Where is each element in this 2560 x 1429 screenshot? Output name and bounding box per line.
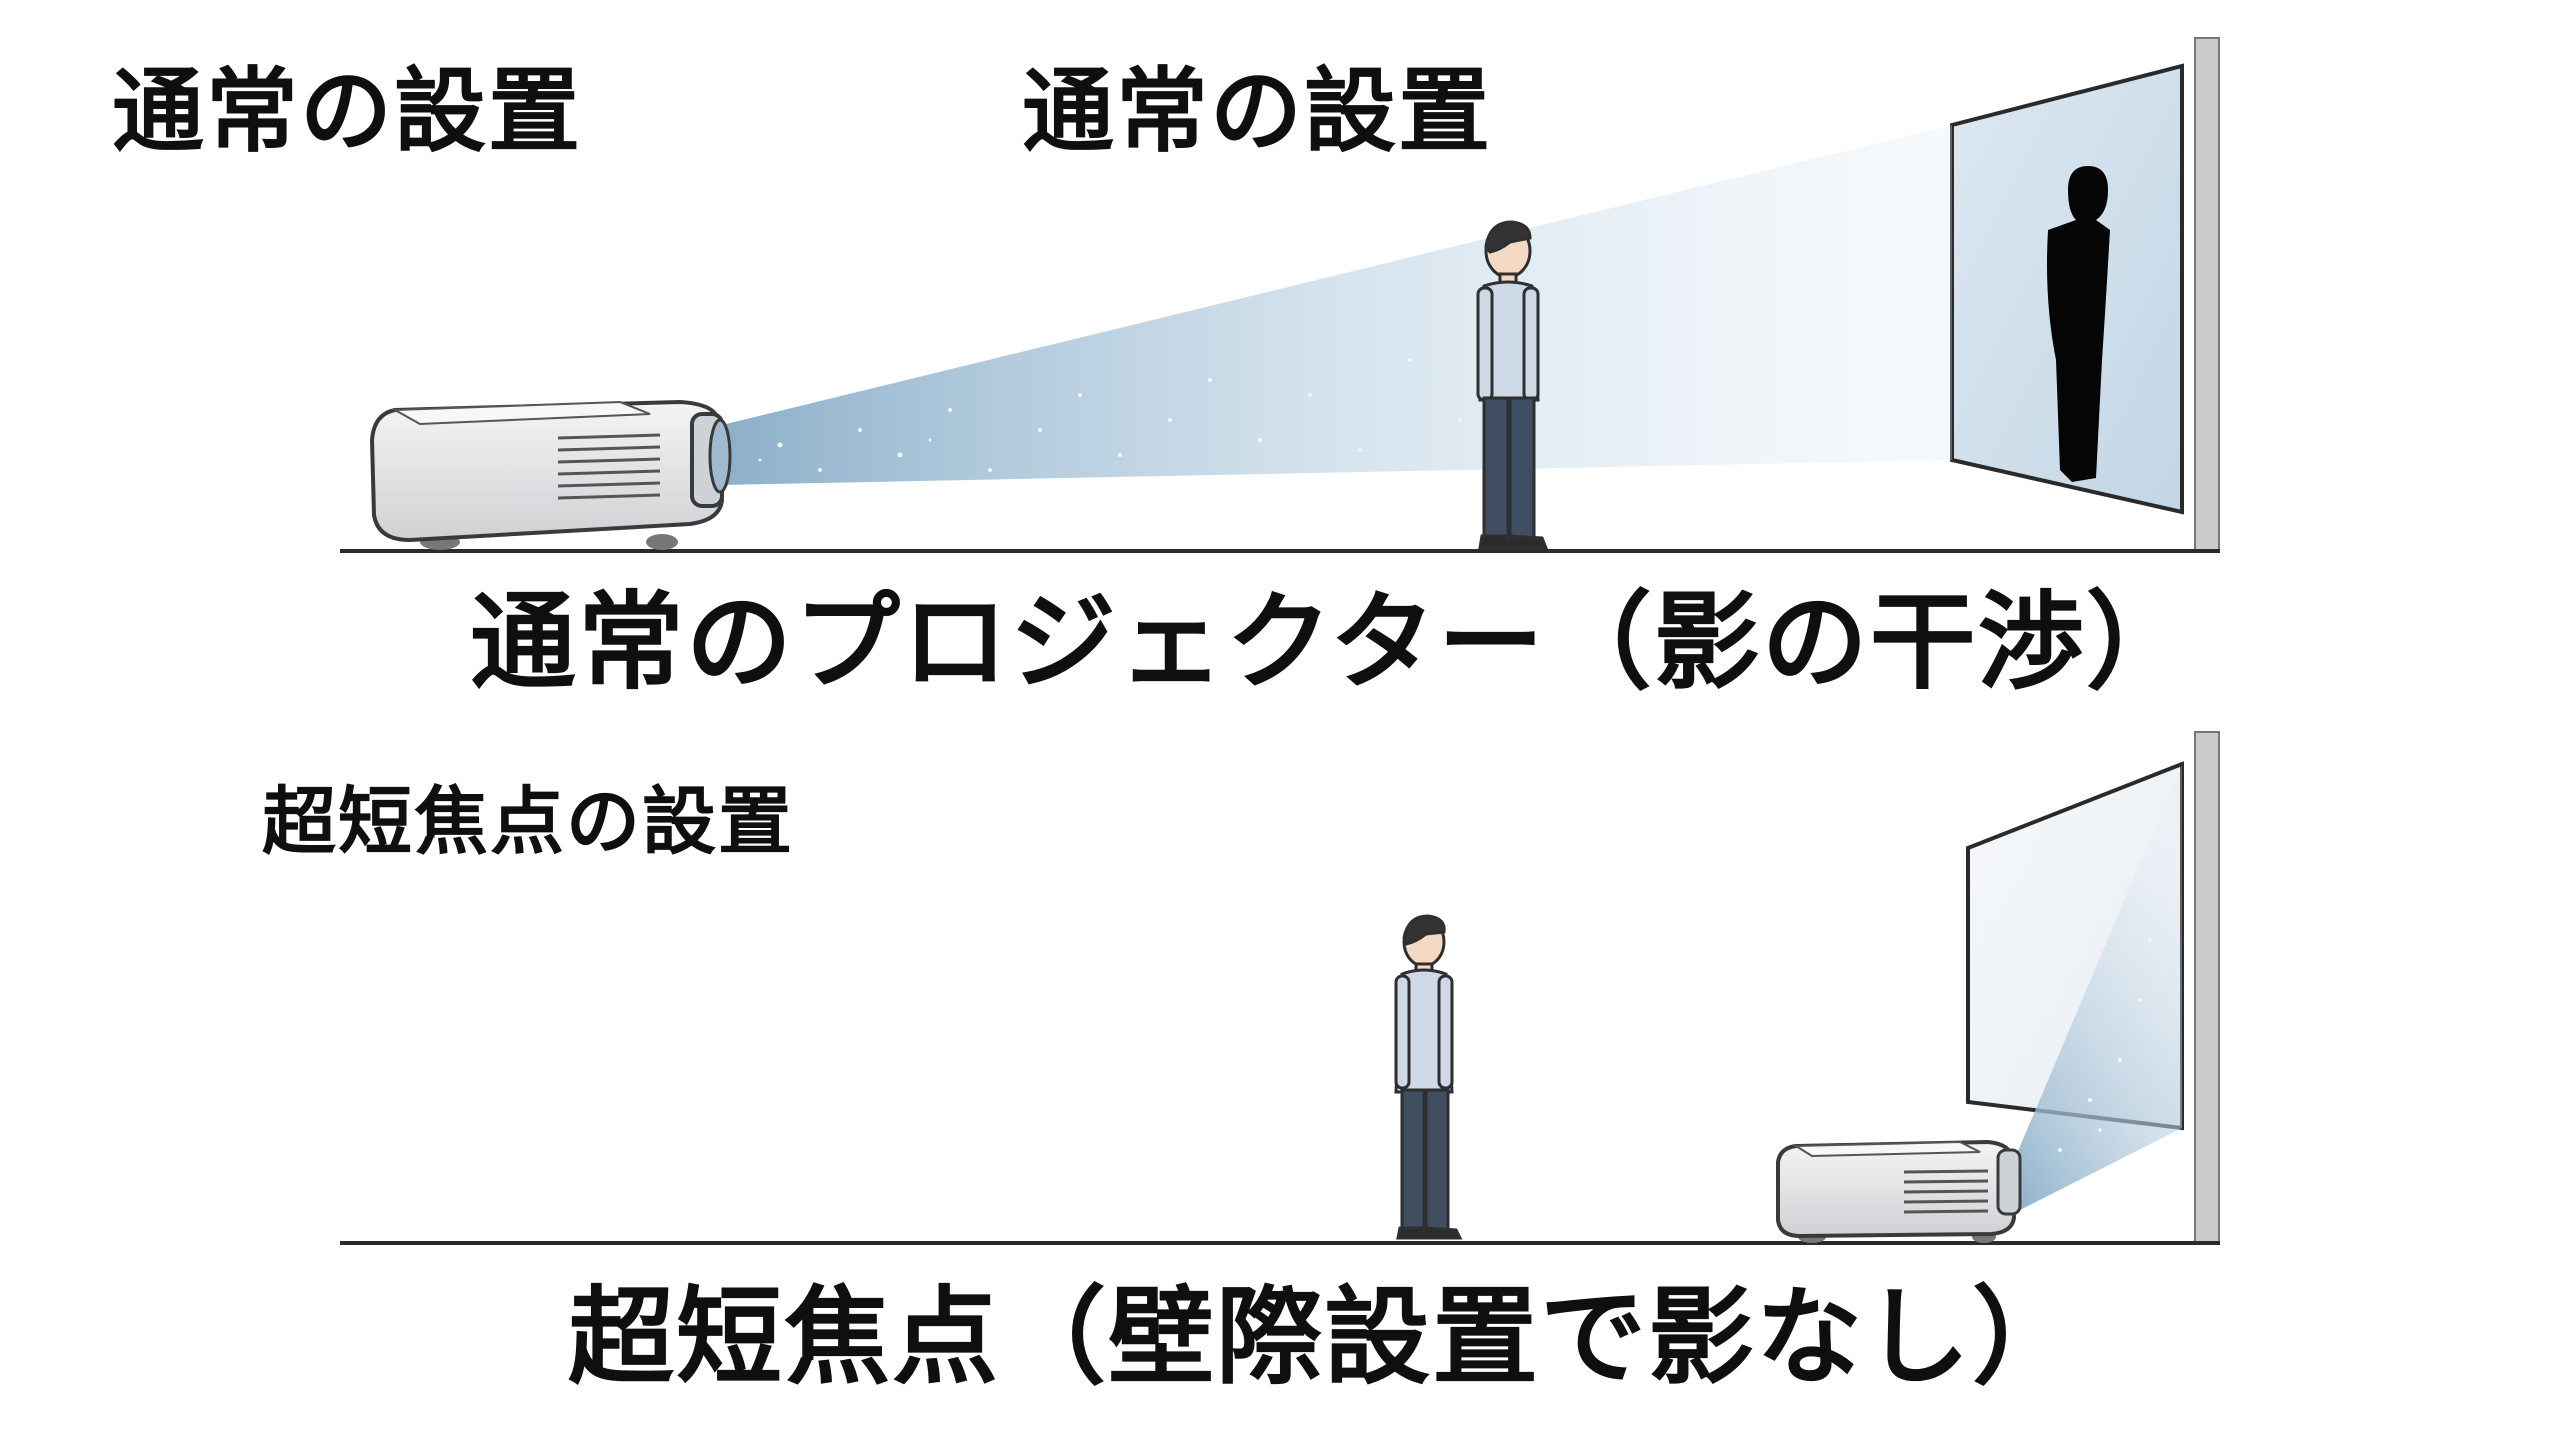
bottom-caption: 超短焦点（壁際設置で影なし） xyxy=(568,1276,2080,1399)
bottom-projector xyxy=(1776,1139,2022,1243)
bottom-setup-label: 超短焦点の設置 xyxy=(262,779,794,865)
person-shadow-silhouette xyxy=(2047,166,2110,482)
top-projector-vent xyxy=(557,433,661,500)
bottom-projector-vent xyxy=(1903,1169,1989,1214)
bottom-wall xyxy=(2194,731,2220,1245)
top-caption: 通常のプロジェクター（影の干渉） xyxy=(470,581,2194,704)
top-left-label: 通常の設置 xyxy=(112,58,583,165)
bottom-beam-sparkles xyxy=(2058,938,2152,1152)
top-projector xyxy=(369,399,732,550)
top-beam-sparkles xyxy=(758,358,1462,472)
bottom-light-beam xyxy=(2010,764,2182,1210)
top-wall xyxy=(2194,37,2220,553)
bottom-person xyxy=(1394,914,1463,1240)
top-person xyxy=(1476,220,1549,550)
top-light-beam xyxy=(722,125,1952,485)
top-center-label: 通常の設置 xyxy=(1022,58,1493,165)
